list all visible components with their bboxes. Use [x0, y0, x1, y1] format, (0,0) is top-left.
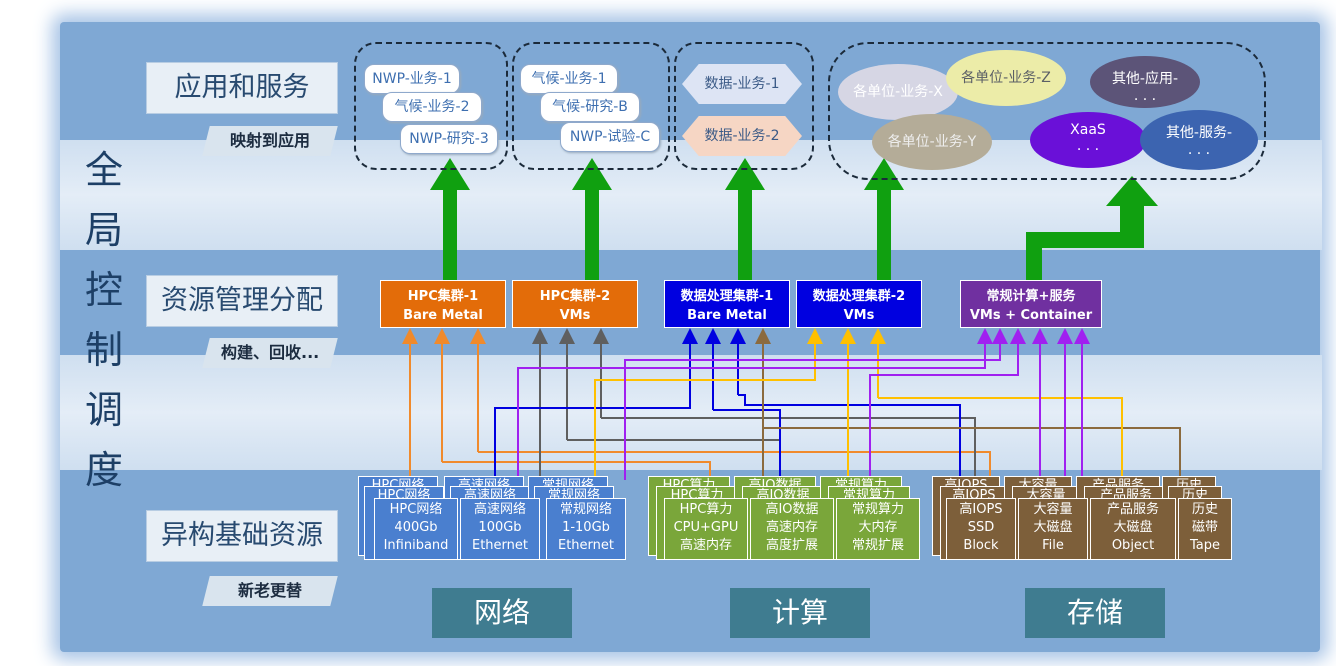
global-control-title: 全局 控制 调度 [84, 148, 123, 492]
category-network: 网络 [432, 588, 572, 638]
app-card: NWP-业务-1 [364, 64, 460, 94]
cloud-unit-x: 各单位-业务-X [838, 64, 958, 120]
cloud-other-app: 其他-应用-. . . [1090, 56, 1200, 108]
app-card: 气候-研究-B [540, 92, 640, 122]
compute-resource-general: 常规算力大内存常规扩展 [836, 498, 920, 560]
cloud-unit-z: 各单位-业务-Z [946, 50, 1066, 106]
compute-resource-highio: 高IO数据高速内存高度扩展 [750, 498, 834, 560]
layer-app-label: 应用和服务 [146, 62, 338, 114]
app-group-3 [674, 42, 814, 170]
cloud-unit-y: 各单位-业务-Y [872, 114, 992, 170]
app-hex: 数据-业务-2 [682, 116, 802, 156]
app-card: NWP-研究-3 [400, 124, 498, 154]
cloud-other-service: 其他-服务-. . . [1140, 110, 1258, 170]
category-compute: 计算 [730, 588, 870, 638]
layer-infra-label: 异构基础资源 [146, 510, 338, 562]
app-group-1 [354, 42, 508, 170]
app-card: 气候-业务-1 [520, 64, 618, 94]
layer-resource-label: 资源管理分配 [146, 275, 338, 327]
app-group-2 [512, 42, 670, 170]
app-group-clouds [828, 42, 1266, 180]
app-hex: 数据-业务-1 [682, 64, 802, 104]
cloud-xaas: XaaS. . . [1030, 112, 1146, 168]
category-storage: 存储 [1025, 588, 1165, 638]
app-card: NWP-试验-C [560, 122, 660, 152]
app-card: 气候-业务-2 [382, 92, 482, 122]
